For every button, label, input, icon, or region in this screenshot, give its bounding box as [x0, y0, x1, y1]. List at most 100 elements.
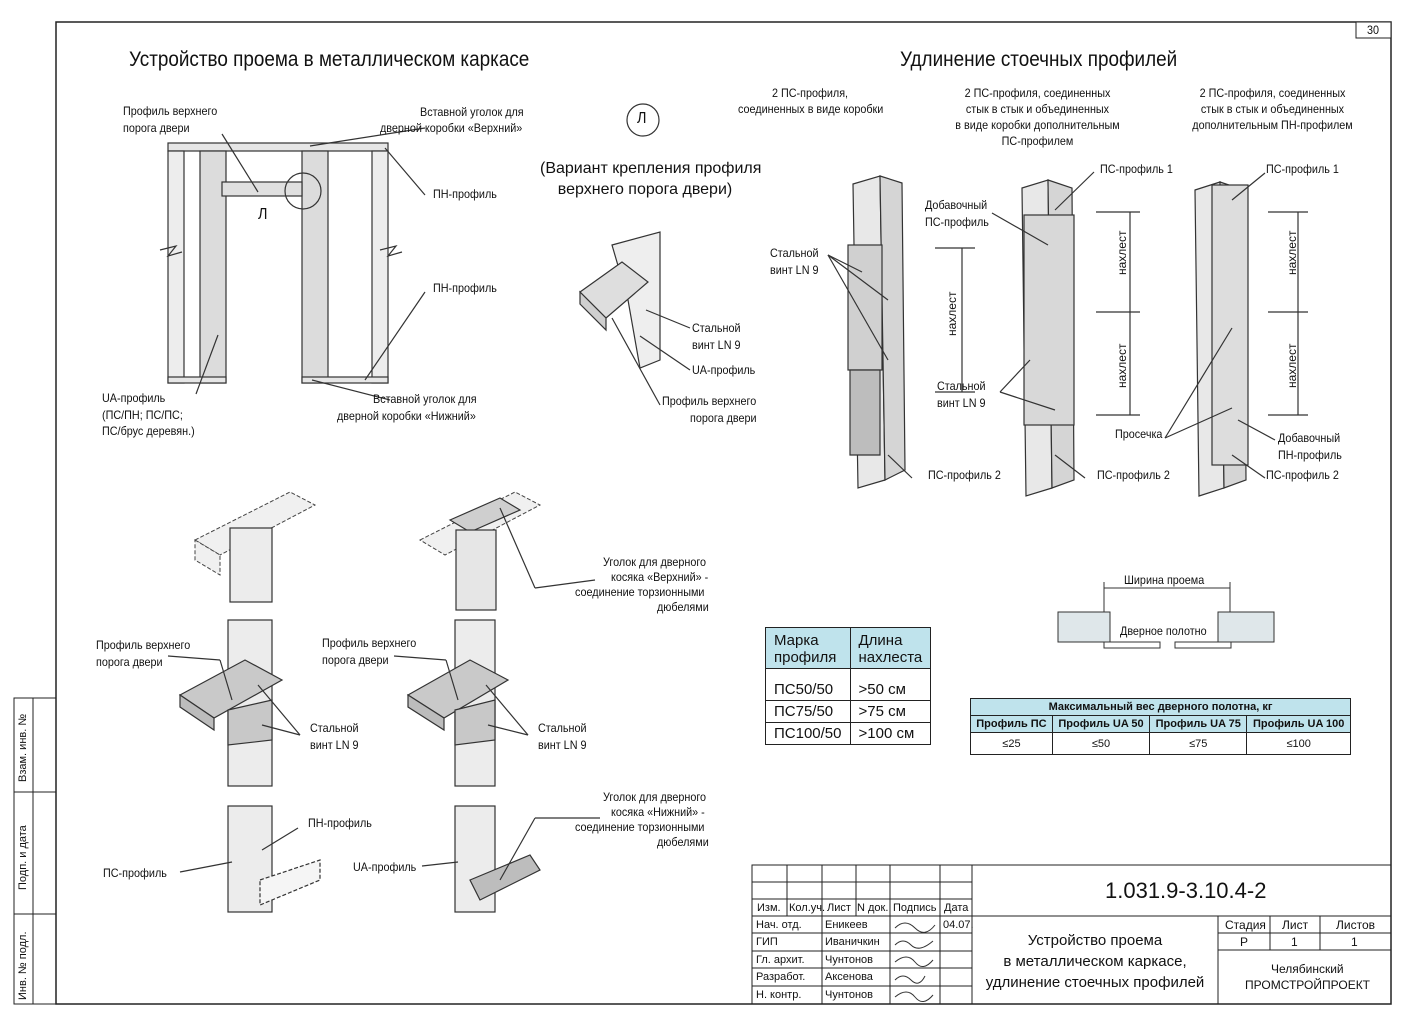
iso-mid-left: [167, 619, 301, 787]
overlap-length: >75 см: [849, 699, 932, 723]
iso-corner-top: [448, 497, 596, 611]
overlap-length: >100 см: [849, 721, 932, 745]
variant1-line1: 2 ПС-профиля,: [771, 86, 849, 100]
ll-screw-right-2: винт LN 9: [538, 738, 587, 752]
weight-value: ≤50: [1051, 732, 1151, 755]
door-leaf-label: Дверное полотно: [1120, 624, 1207, 638]
ll-corner-bottom-1: Уголок для дверного: [603, 790, 707, 804]
overlap-table-header-1: Марка профиля: [765, 627, 851, 669]
tb-doc-title-1: Устройство проема: [1027, 932, 1163, 949]
label-letter-l: Л: [258, 206, 268, 223]
tb-name: Аксенова: [825, 971, 873, 983]
ll-threshold-left-2: порога двери: [96, 655, 163, 669]
page-number: 30: [1367, 23, 1380, 37]
callout-caption-1: (Вариант крепления профиля: [540, 160, 762, 177]
title-block-grid: [751, 864, 1392, 1005]
weight-value: ≤100: [1246, 732, 1351, 755]
rs-extra-pn-1: Добавочный: [1278, 431, 1341, 445]
ll-corner-top-2: косяка «Верхний» -: [611, 570, 709, 584]
ll-corner-top-1: Уголок для дверного: [603, 555, 707, 569]
ll-screw-left-2: винт LN 9: [310, 738, 359, 752]
weight-value: ≤75: [1149, 732, 1248, 755]
rs-steel-screw-2: винт LN 9: [770, 263, 819, 277]
ll-threshold-right-1: Профиль верхнего: [322, 636, 417, 650]
detail-screw-2: винт LN 9: [692, 338, 741, 352]
rs-ps-profile-2-b: ПС-профиль 2: [1097, 468, 1170, 482]
overlap-h2-l2: нахлеста: [858, 649, 923, 666]
overlap-h1-l2: профиля: [774, 649, 837, 666]
rs-steel-screw-3: Стальной: [937, 379, 986, 393]
tb-sheets-label: Листов: [1336, 918, 1375, 932]
ll-corner-top-3: соединение торзионными: [575, 585, 705, 599]
page-number-box: [1355, 21, 1392, 39]
weight-col-header: Профиль UA 50: [1051, 715, 1151, 733]
rs-ps-profile-2-c: ПС-профиль 2: [1266, 468, 1339, 482]
tb-col-ndok: N док.: [857, 902, 889, 914]
detail-ua: UA-профиль: [692, 363, 756, 377]
variant2-line1: 2 ПС-профиля, соединенных: [964, 86, 1111, 100]
label-corner-top-2: дверной коробки «Верхний»: [380, 121, 523, 135]
ll-threshold-right-2: порога двери: [322, 653, 389, 667]
rs-extra-pn-2: ПН-профиль: [1278, 448, 1342, 462]
detail-l-drawing: [579, 103, 691, 406]
side-stamp-frame: [13, 697, 57, 1005]
tb-stage: Р: [1240, 935, 1249, 949]
tb-role: ГИП: [756, 936, 778, 948]
iso-bottom-right: [421, 805, 600, 913]
variant3-line2: стык в стык и объединенных: [1200, 102, 1345, 116]
rs-extra-ps-1: Добавочный: [925, 198, 988, 212]
overlap-label-2: нахлест: [1115, 230, 1129, 275]
detail-screw-1: Стальной: [692, 321, 741, 335]
table-row: ПС100/50 >100 см: [765, 721, 932, 745]
weight-col-header: Профиль ПС: [970, 715, 1053, 733]
overlap-label-5: нахлест: [1285, 343, 1299, 388]
iso-mid-right: [393, 619, 529, 787]
weight-col-header: Профиль UA 75: [1149, 715, 1248, 733]
door-opening-plan: [1057, 582, 1275, 649]
rs-steel-screw-4: винт LN 9: [937, 396, 986, 410]
side-inv: Инв. № подл.: [17, 931, 29, 1000]
ll-ps-profile: ПС-профиль: [103, 866, 167, 880]
label-ua-profile-1: UA-профиль: [102, 391, 166, 405]
variant3-line1: 2 ПС-профиля, соединенных: [1199, 86, 1346, 100]
side-podp: Подп. и дата: [17, 825, 29, 890]
tb-stage-label: Стадия: [1225, 918, 1266, 932]
detail-threshold-1: Профиль верхнего: [662, 394, 757, 408]
tb-role: Гл. архит.: [756, 954, 805, 966]
rs-ps-profile-1-a: ПС-профиль 1: [1100, 162, 1173, 176]
tb-sheets: 1: [1351, 935, 1358, 949]
tb-col-list: Лист: [827, 902, 851, 914]
stud-extension-variant-1: [827, 175, 913, 489]
tb-org-1: Челябинский: [1271, 962, 1344, 976]
rs-ps-profile-1-b: ПС-профиль 1: [1266, 162, 1339, 176]
opening-width-label: Ширина проема: [1124, 573, 1205, 587]
document-code: 1.031.9-3.10.4-2: [1105, 878, 1267, 903]
overlap-label-1: нахлест: [945, 291, 959, 336]
label-top-threshold-2: порога двери: [123, 121, 190, 135]
label-corner-top-1: Вставной уголок для: [420, 105, 524, 119]
side-vzam: Взам. инв. №: [17, 713, 29, 782]
rs-extra-ps-2: ПС-профиль: [925, 215, 989, 229]
overlap-table: Марка профиля Длина нахлеста ПС50/50 >50…: [765, 627, 932, 745]
variant2-line3: в виде коробки дополнительным: [955, 118, 1120, 132]
label-ua-profile-2: (ПС/ПН; ПС/ПС;: [102, 408, 183, 422]
ll-corner-bottom-3: соединение торзионными: [575, 820, 705, 834]
overlap-table-header-2: Длина нахлеста: [849, 627, 932, 669]
overlap-profile: ПС100/50: [765, 721, 851, 745]
callout-letter: Л: [637, 110, 647, 127]
tb-col-data: Дата: [944, 902, 969, 914]
label-pn-profile-2: ПН-профиль: [433, 281, 497, 295]
tb-col-podpis: Подпись: [893, 902, 937, 914]
label-top-threshold-1: Профиль верхнего: [123, 104, 218, 118]
table-row: ≤25 ≤50 ≤75 ≤100: [970, 732, 1351, 755]
tb-doc-title-2: в металлическом каркасе,: [1003, 953, 1187, 970]
table-row: ПС75/50 >75 см: [765, 699, 932, 723]
label-corner-bottom-2: дверной коробки «Нижний»: [337, 409, 476, 423]
weight-table: Максимальный вес дверного полотна, кг Пр…: [970, 698, 1351, 755]
ll-corner-top-4: дюбелями: [657, 600, 709, 614]
tb-sheet-label: Лист: [1282, 918, 1309, 932]
label-ua-profile-3: ПС/брус деревян.): [102, 424, 195, 438]
label-pn-profile-1: ПН-профиль: [433, 187, 497, 201]
tb-role: Н. контр.: [756, 989, 802, 1001]
weight-col-header: Профиль UA 100: [1246, 715, 1351, 733]
